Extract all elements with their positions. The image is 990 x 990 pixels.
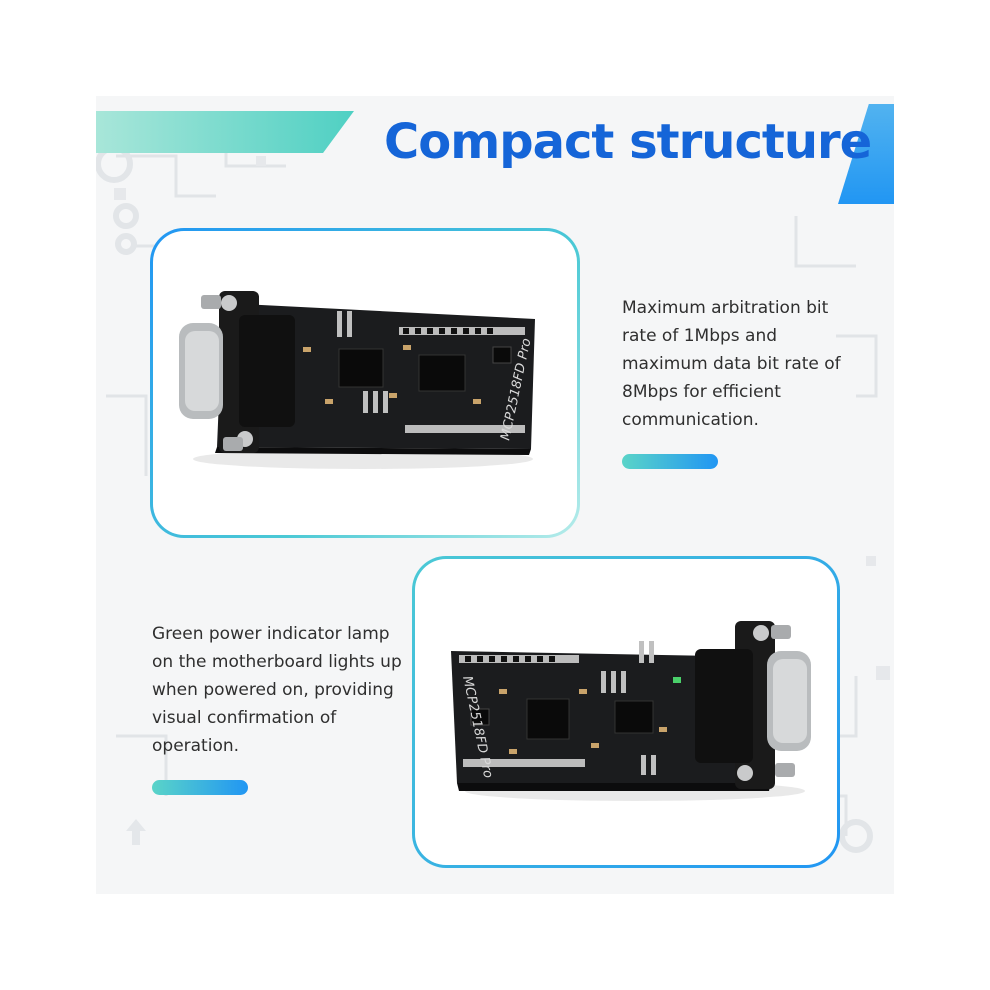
board-photo-card-bottom: MCP2518FD Pro — [412, 556, 840, 868]
title-accent-left — [96, 111, 354, 153]
product-feature-panel: Compact structure — [96, 96, 894, 894]
circuit-background — [96, 116, 890, 853]
board-photo-card-top: MCP2518FD Pro — [150, 228, 580, 538]
feature-description-power-led: Green power indicator lamp on the mother… — [152, 624, 402, 756]
decorative-pill-bottom — [152, 780, 248, 795]
page-title: Compact structure — [384, 114, 872, 170]
can-board-image-top: MCP2518FD Pro — [179, 291, 535, 469]
feature-description-bitrate: Maximum arbitration bit rate of 1Mbps an… — [622, 298, 841, 430]
decorative-pill-top — [622, 454, 718, 469]
can-board-image-bottom: MCP2518FD Pro — [451, 621, 811, 801]
